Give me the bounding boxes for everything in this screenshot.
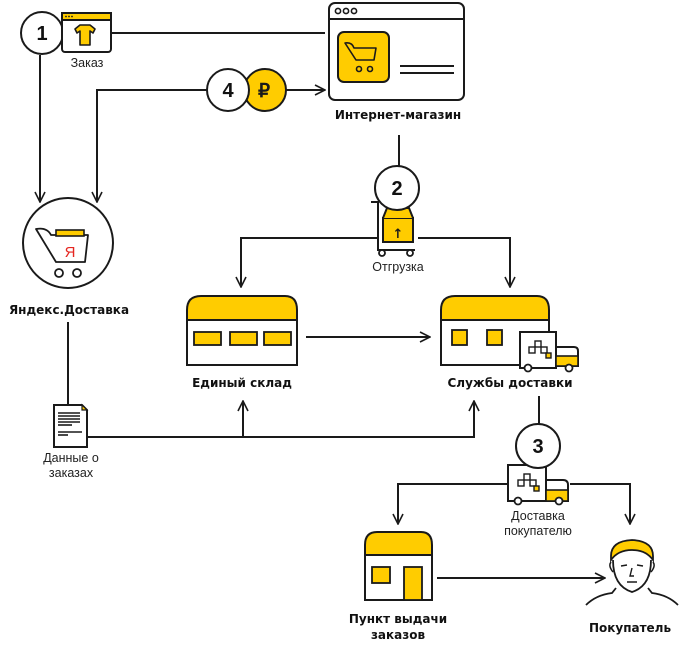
customer-delivery-label-line1: Доставка xyxy=(511,509,565,523)
arrow-to-customer xyxy=(570,483,630,524)
step-4-number: 4 xyxy=(222,80,234,102)
customer-delivery-label-line2: покупателю xyxy=(504,524,572,538)
arrow-data-to-delivery xyxy=(87,401,474,438)
step-2-number: 2 xyxy=(391,178,402,200)
order-data-label-line1: Данные о xyxy=(43,451,99,465)
yandex-delivery-icon: Я xyxy=(22,197,114,289)
shipment-trolley-icon: ↑ xyxy=(371,201,415,257)
step-1-number: 1 xyxy=(36,23,47,45)
arrow-step4-to-yandex xyxy=(97,89,207,202)
up-arrow-icon: ↑ xyxy=(393,227,404,242)
delivery-services-label: Службы доставки xyxy=(447,376,573,390)
delivery-truck-icon xyxy=(519,331,579,373)
step-1-badge: 1 xyxy=(20,11,64,55)
delivery-services-icon xyxy=(440,295,579,373)
online-shop-icon xyxy=(328,2,465,101)
cart-icon xyxy=(344,42,377,61)
arrow-shipment-to-delivery xyxy=(418,237,510,287)
customer-avatar-icon xyxy=(585,539,679,606)
warehouse-label: Единый склад xyxy=(192,376,292,390)
step-3-badge: 3 xyxy=(515,423,561,469)
customer-label: Покупатель xyxy=(588,621,672,635)
yandex-delivery-label: Яндекс.Доставка xyxy=(8,303,130,317)
connectors xyxy=(40,32,630,578)
document-icon xyxy=(53,403,89,448)
pickup-label-line2: заказов xyxy=(370,628,426,642)
yandex-logo-icon: Я xyxy=(65,244,76,261)
order-shirt-icon xyxy=(61,12,112,53)
warehouse-icon xyxy=(186,295,298,366)
pickup-label-line1: Пункт выдачи xyxy=(348,612,448,626)
step-4-badge: ₽ 4 xyxy=(206,68,287,112)
step-2-badge: 2 xyxy=(374,165,420,211)
ruble-symbol: ₽ xyxy=(258,81,270,102)
customer-delivery-truck-icon xyxy=(507,464,569,506)
pickup-point-icon xyxy=(364,531,433,601)
step-3-number: 3 xyxy=(532,436,543,458)
arrow-shipment-to-warehouse xyxy=(241,237,378,287)
shipment-label: Отгрузка xyxy=(372,260,424,274)
order-data-label-line2: заказах xyxy=(48,466,94,480)
shop-label: Интернет-магазин xyxy=(334,108,462,122)
arrow-to-pickup xyxy=(398,483,508,524)
order-label: Заказ xyxy=(70,56,104,70)
shopping-cart-icon xyxy=(35,227,89,263)
